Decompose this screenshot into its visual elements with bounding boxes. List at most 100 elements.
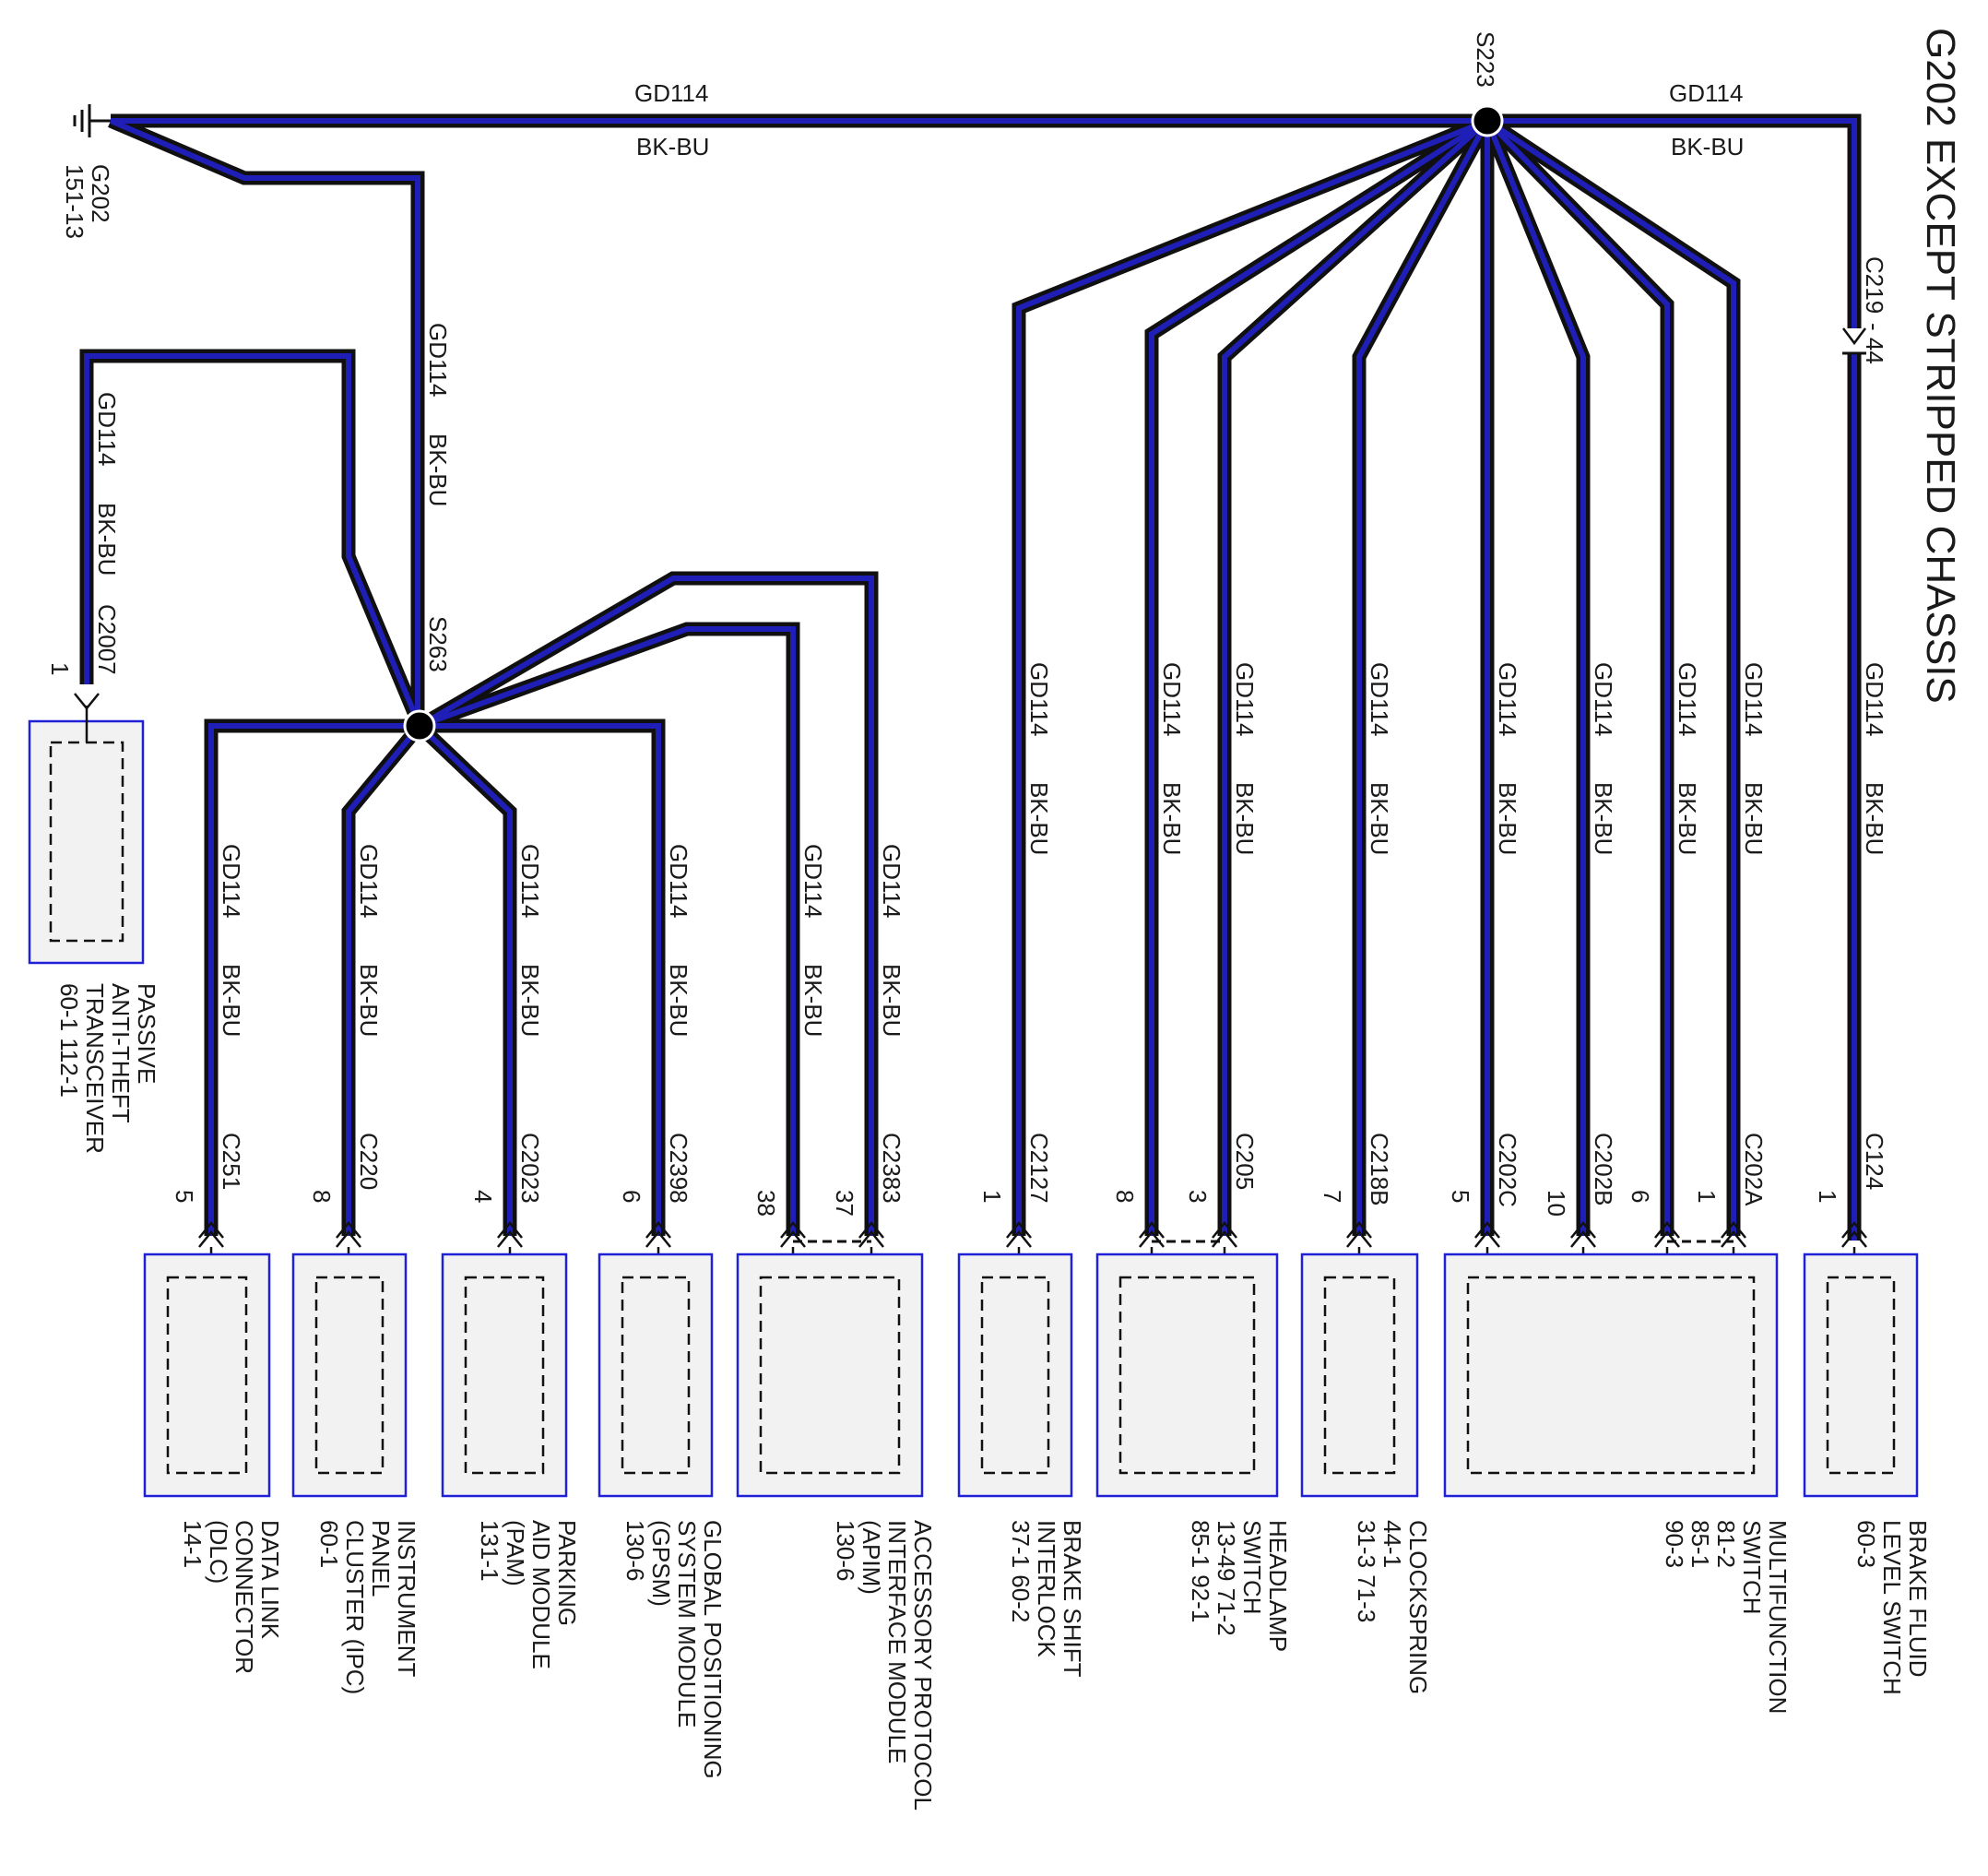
component-inner-outline	[314, 1276, 385, 1475]
connector-arrow-icon	[198, 1230, 224, 1248]
wire-color-label: BK-BU	[355, 964, 383, 1037]
component-body	[1443, 1253, 1779, 1498]
wire-segment-core	[109, 118, 420, 726]
wire-circuit-label: GD114	[665, 844, 692, 918]
connector-label: C205	[1231, 1133, 1259, 1190]
connector-arrow-icon	[1570, 1221, 1596, 1239]
component-inner-outline	[759, 1276, 901, 1475]
trunk-color: BK-BU	[424, 433, 452, 506]
component-ref-line: 60-3	[1852, 1520, 1880, 1568]
component-ipc	[291, 1253, 408, 1498]
wire-segment-core	[1149, 118, 1489, 1236]
wire-segment-jacket	[108, 114, 425, 726]
wire-color-label: BK-BU	[516, 964, 544, 1037]
top-wire-color-left: BK-BU	[636, 133, 709, 160]
connector-arrow-icon	[1721, 1230, 1746, 1248]
splice-s263-label: S263	[424, 616, 452, 672]
wire-color-label: BK-BU	[1740, 782, 1768, 855]
component-name-line: CLUSTER (IPC)	[341, 1520, 369, 1694]
component-ref-line: 90-3	[1661, 1520, 1688, 1568]
wire-segment-core	[418, 576, 874, 1236]
pats-color: BK-BU	[93, 503, 121, 576]
component-inner-outline	[980, 1276, 1050, 1475]
wire-circuit-label: GD114	[1158, 662, 1186, 736]
wire-color-label: BK-BU	[799, 964, 827, 1037]
component-name-line: BRAKE FLUID	[1904, 1520, 1932, 1678]
wire-circuit-label: GD114	[355, 844, 383, 918]
connector-arrow-icon	[336, 1230, 361, 1248]
connector-arrow-icon	[1474, 1230, 1500, 1248]
connector-arrow-icon	[858, 1230, 884, 1248]
pin-number: 5	[171, 1190, 198, 1203]
wire-color-label: BK-BU	[878, 964, 905, 1037]
wire-segment-core	[1485, 119, 1586, 1236]
pin-number: 37	[831, 1190, 858, 1217]
wire-circuit-label: GD114	[218, 844, 245, 918]
component-body	[1803, 1253, 1919, 1498]
component-ref-line: 130-6	[621, 1520, 649, 1582]
pats-name-line: PASSIVE	[133, 983, 160, 1084]
component-bsi	[957, 1253, 1073, 1498]
wire-circuit-label: GD114	[878, 844, 905, 918]
component-ref-line: 31-3 71-3	[1353, 1520, 1380, 1622]
diagram-title: G202 EXCEPT STRIPPED CHASSIS	[1918, 28, 1963, 704]
component-name-line: HEADLAMP	[1264, 1520, 1292, 1652]
component-pats	[28, 693, 145, 965]
component-name-line: BRAKE SHIFT	[1059, 1520, 1086, 1678]
pin-number: 3	[1184, 1190, 1212, 1203]
inline-connector-name: C219	[1861, 256, 1888, 314]
connector-arrow-icon	[1006, 1221, 1032, 1239]
pin-number: 1	[978, 1190, 1006, 1203]
wire-segment-core	[420, 723, 661, 1236]
pin-number: 8	[1111, 1190, 1139, 1203]
wire-color-label: BK-BU	[1231, 782, 1259, 855]
connector-label: C2398	[665, 1133, 692, 1204]
connector-arrow-icon	[497, 1221, 523, 1239]
wire-circuit-label: GD114	[516, 844, 544, 918]
connector-label: C202B	[1590, 1133, 1617, 1206]
connector-arrow-icon	[1654, 1221, 1680, 1239]
component-name-line: GLOBAL POSITIONING	[699, 1520, 727, 1779]
connector-arrow-icon	[1006, 1230, 1032, 1248]
splice-s223-label: S223	[1472, 31, 1499, 88]
connector-label: C2023	[516, 1133, 544, 1204]
wire-circuit-label: GD114	[1231, 662, 1259, 736]
pin-number: 6	[1627, 1190, 1654, 1203]
pin-number: 4	[469, 1190, 497, 1203]
connector-arrow-icon	[497, 1230, 523, 1248]
component-body	[441, 1253, 568, 1498]
component-name-line: INSTRUMENT	[393, 1520, 420, 1678]
connector-label: C2383	[878, 1133, 905, 1204]
connector-arrow-icon	[780, 1221, 806, 1239]
ground-ref: 151-13	[61, 164, 89, 239]
component-body	[736, 1253, 924, 1498]
connector-arrow-icon	[1721, 1221, 1746, 1239]
pats-connector: C2007	[93, 604, 121, 675]
component-inner-outline	[621, 1276, 691, 1475]
component-name-line: MULTIFUNCTION	[1764, 1520, 1792, 1714]
component-ref-line: 81-2	[1712, 1520, 1740, 1568]
connector-label: C251	[218, 1133, 245, 1190]
wire-circuit-label: GD114	[799, 844, 827, 918]
component-inner-outline	[1466, 1276, 1756, 1475]
component-name-line: LEVEL SWITCH	[1878, 1520, 1906, 1695]
component-ref-line: 85-1 92-1	[1187, 1520, 1214, 1622]
wire-segment-core	[208, 723, 420, 1236]
top-wire-circuit-left: GD114	[634, 79, 708, 107]
wire-segment-core	[418, 626, 796, 1236]
pats-ref-line: 60-1 112-1	[55, 983, 83, 1098]
component-name-line: SYSTEM MODULE	[673, 1520, 701, 1728]
connector-label: C124	[1861, 1133, 1888, 1190]
component-bfl	[1803, 1253, 1919, 1498]
connector-arrow-icon	[645, 1230, 671, 1248]
component-ref-line: 131-1	[476, 1520, 503, 1582]
component-hl	[1095, 1240, 1279, 1498]
pin-number: 10	[1543, 1190, 1570, 1217]
component-name-line: (DLC)	[205, 1520, 232, 1584]
component-ref-line: 14-1	[179, 1520, 207, 1568]
connector-arrow-icon	[1346, 1221, 1372, 1239]
component-body	[1300, 1253, 1419, 1498]
wire-circuit-label: GD114	[1025, 662, 1053, 736]
